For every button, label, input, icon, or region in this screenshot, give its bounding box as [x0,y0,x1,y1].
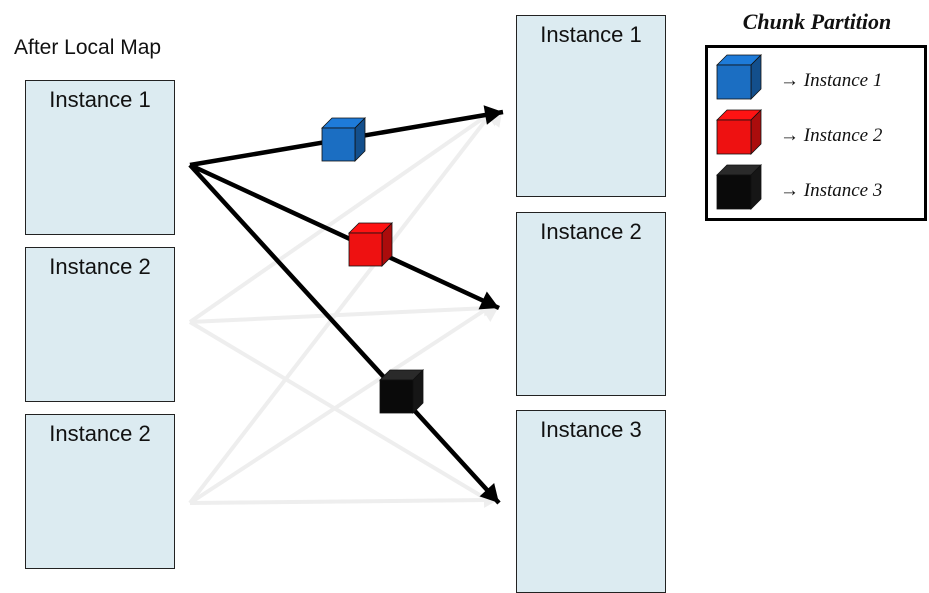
source-box-2: Instance 2 [25,247,175,402]
legend-label-2: → Instance 2 [780,125,883,146]
target-box-2: Instance 2 [516,212,666,396]
target-box-2-title: Instance 2 [540,219,642,244]
legend-label-3-text: Instance 3 [803,180,883,201]
source-box-2-title: Instance 2 [49,254,151,279]
legend-label-3: → Instance 3 [780,180,883,201]
diagram-heading: After Local Map [14,36,162,59]
target-box-3: Instance 3 [516,410,666,593]
source-box-3: Instance 2 [25,414,175,569]
legend-label-2-text: Instance 2 [803,125,883,146]
source-box-1: Instance 1 [25,80,175,235]
faded-arrow-line [188,110,494,324]
source-box-3-title: Instance 2 [49,421,151,446]
target-box-1: Instance 1 [516,15,666,197]
legend-label-1: → Instance 1 [780,70,883,91]
source-box-1-title: Instance 1 [49,87,151,112]
legend-title: Chunk Partition [742,9,892,34]
faded-arrows [188,110,502,508]
faded-arrow-line [189,498,489,505]
legend-label-1-text: Instance 1 [803,70,883,91]
target-box-1-title: Instance 1 [540,22,642,47]
target-box-3-title: Instance 3 [540,417,642,442]
faded-arrow-line [188,110,494,505]
